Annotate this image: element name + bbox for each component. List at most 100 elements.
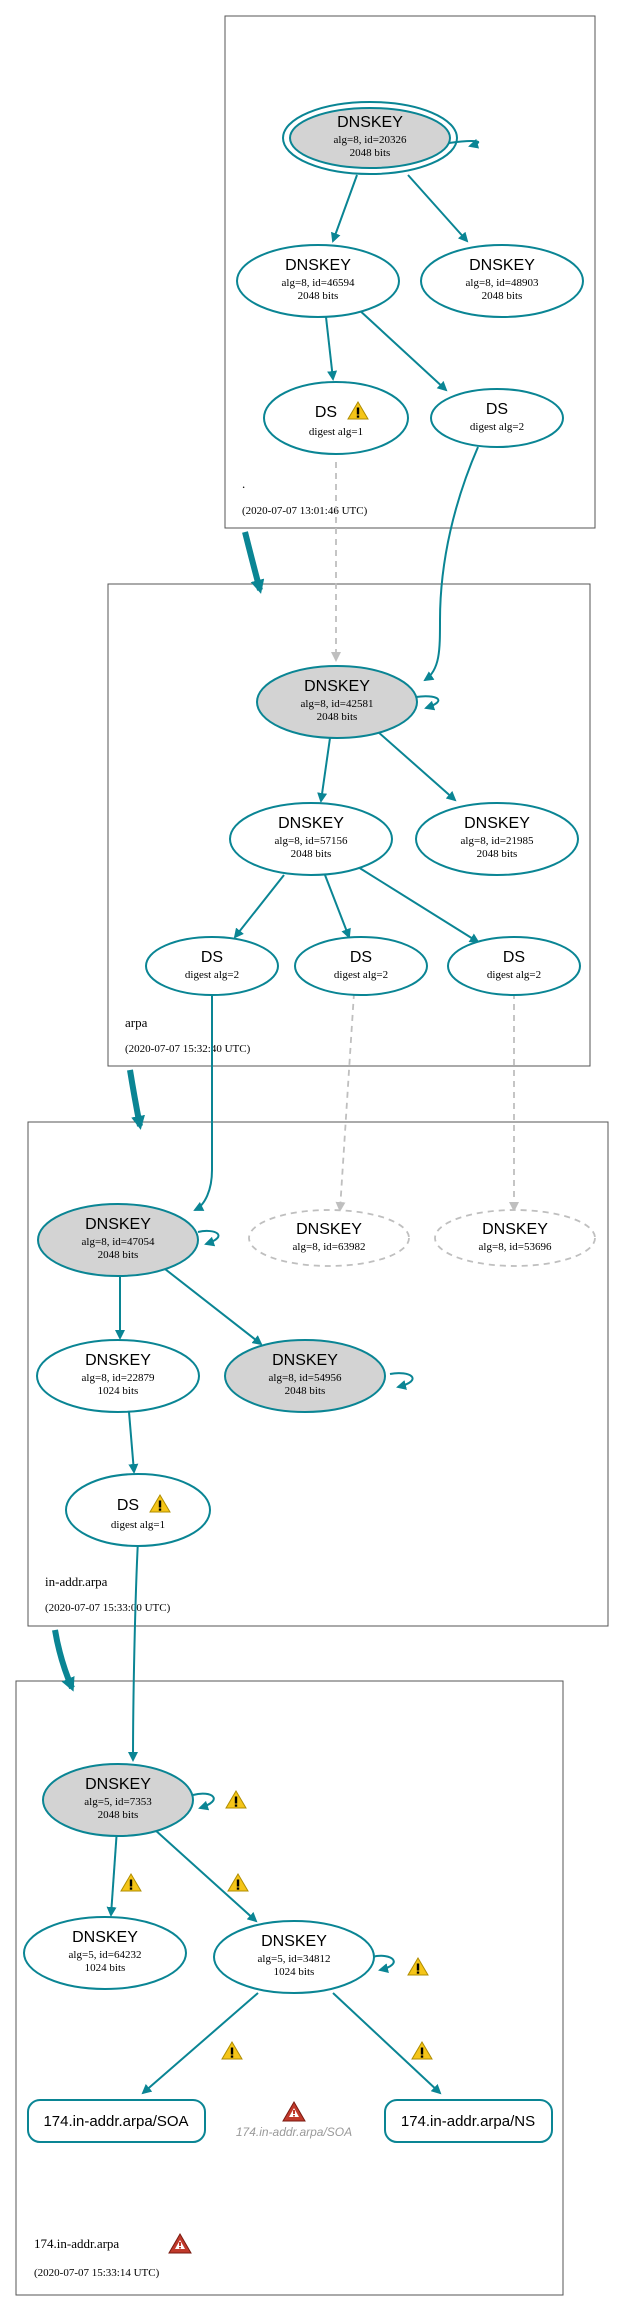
node-title: DNSKEY bbox=[304, 678, 370, 695]
zone-174-in-addr-arpa: 174.in-addr.arpa (2020-07-07 15:33:14 UT… bbox=[15, 1680, 564, 2296]
node-title: 174.in-addr.arpa/SOA bbox=[43, 2113, 188, 2130]
dnskey-node-174-ksk[interactable]: DNSKEY alg=5, id=7353 2048 bits bbox=[42, 1763, 194, 1837]
node-detail: 2048 bits bbox=[350, 147, 391, 159]
dnskey-node-174-zsk[interactable]: DNSKEY alg=5, id=34812 1024 bits bbox=[213, 1920, 375, 1994]
insecure-edges bbox=[331, 462, 519, 1212]
zone-timestamp: (2020-07-07 15:33:00 UTC) bbox=[45, 1602, 171, 1614]
warning-icon bbox=[227, 1873, 249, 1892]
node-title: 174.in-addr.arpa/NS bbox=[401, 2113, 535, 2130]
node-detail: 2048 bits bbox=[285, 1385, 326, 1397]
zone-arpa: arpa (2020-07-07 15:32:40 UTC) bbox=[107, 583, 591, 1067]
ds-node-arpa[interactable]: DS digest alg=2 bbox=[145, 936, 279, 996]
zone-label: arpa bbox=[125, 1015, 148, 1030]
node-detail: alg=8, id=21985 bbox=[461, 835, 534, 847]
node-detail: digest alg=2 bbox=[334, 969, 388, 981]
node-title: DS bbox=[315, 404, 337, 421]
ds-node-arpa[interactable]: DS digest alg=2 bbox=[447, 936, 581, 996]
dnskey-node-missing[interactable]: DNSKEY alg=8, id=53696 bbox=[434, 1209, 596, 1267]
node-title: DNSKEY bbox=[261, 1933, 327, 1950]
node-detail: alg=8, id=22879 bbox=[82, 1372, 155, 1384]
node-detail: alg=8, id=48903 bbox=[466, 277, 539, 289]
node-title: DNSKEY bbox=[272, 1352, 338, 1369]
node-detail: 2048 bits bbox=[98, 1809, 139, 1821]
node-title: DS bbox=[486, 401, 508, 418]
zone-label: . bbox=[242, 476, 245, 491]
zone-label: in-addr.arpa bbox=[45, 1574, 108, 1589]
node-detail: alg=5, id=64232 bbox=[69, 1949, 142, 1961]
dnskey-node-root-ksk[interactable]: DNSKEY alg=8, id=20326 2048 bits bbox=[282, 101, 458, 175]
node-title: DNSKEY bbox=[469, 257, 535, 274]
warning-icon bbox=[221, 2041, 243, 2060]
error-icon bbox=[168, 2233, 192, 2254]
node-title: DNSKEY bbox=[85, 1776, 151, 1793]
node-title: DNSKEY bbox=[337, 114, 403, 131]
ds-node-root[interactable]: DS digest alg=2 bbox=[430, 388, 564, 448]
node-title: DNSKEY bbox=[464, 815, 530, 832]
node-title: DNSKEY bbox=[85, 1352, 151, 1369]
node-detail: digest alg=2 bbox=[487, 969, 541, 981]
node-title: DS bbox=[201, 949, 223, 966]
node-detail: 1024 bits bbox=[274, 1966, 315, 1978]
node-detail: alg=8, id=53696 bbox=[479, 1241, 552, 1253]
node-title: DNSKEY bbox=[285, 257, 351, 274]
node-title: DS bbox=[117, 1497, 139, 1514]
ds-node-arpa[interactable]: DS digest alg=2 bbox=[294, 936, 428, 996]
node-detail: digest alg=1 bbox=[309, 426, 363, 438]
warning-icon bbox=[411, 2041, 433, 2060]
node-detail: 2048 bits bbox=[291, 848, 332, 860]
node-title: DNSKEY bbox=[296, 1221, 362, 1238]
error-icon bbox=[282, 2101, 306, 2122]
node-detail: alg=8, id=20326 bbox=[334, 134, 407, 146]
node-detail: alg=8, id=57156 bbox=[275, 835, 348, 847]
dnskey-node-arpa-zsk[interactable]: DNSKEY alg=8, id=57156 2048 bits bbox=[229, 802, 393, 876]
node-detail: alg=8, id=46594 bbox=[282, 277, 355, 289]
zone-timestamp: (2020-07-07 13:01:46 UTC) bbox=[242, 505, 368, 517]
zone-timestamp: (2020-07-07 15:33:14 UTC) bbox=[34, 2267, 160, 2279]
rrset-node-soa[interactable]: 174.in-addr.arpa/SOA bbox=[27, 2099, 206, 2143]
delegation-arrows bbox=[52, 531, 265, 1692]
dnskey-node-in-addr-zsk[interactable]: DNSKEY alg=8, id=54956 2048 bits bbox=[224, 1339, 386, 1413]
node-detail: 2048 bits bbox=[482, 290, 523, 302]
zone-in-addr-arpa: in-addr.arpa (2020-07-07 15:33:00 UTC) bbox=[27, 1121, 609, 1627]
node-detail: alg=8, id=47054 bbox=[82, 1236, 155, 1248]
edges bbox=[106, 138, 480, 2095]
node-detail: 2048 bits bbox=[98, 1249, 139, 1261]
warning-icon bbox=[407, 1957, 429, 1976]
node-detail: digest alg=2 bbox=[185, 969, 239, 981]
ds-node-in-addr[interactable]: DS digest alg=1 bbox=[65, 1473, 211, 1547]
ds-node-root[interactable]: DS digest alg=1 bbox=[263, 381, 409, 455]
node-title: DS bbox=[503, 949, 525, 966]
node-detail: digest alg=1 bbox=[111, 1519, 165, 1531]
node-title: DNSKEY bbox=[85, 1216, 151, 1233]
node-detail: 2048 bits bbox=[477, 848, 518, 860]
warning-icon bbox=[120, 1873, 142, 1892]
node-detail: alg=8, id=42581 bbox=[301, 698, 374, 710]
node-detail: alg=8, id=63982 bbox=[293, 1241, 366, 1253]
node-detail: 2048 bits bbox=[317, 711, 358, 723]
dnskey-node-174-zsk[interactable]: DNSKEY alg=5, id=64232 1024 bits bbox=[23, 1916, 187, 1990]
node-detail: 2048 bits bbox=[298, 290, 339, 302]
dnskey-node-in-addr-ksk[interactable]: DNSKEY alg=8, id=47054 2048 bits bbox=[37, 1203, 199, 1277]
node-detail: 1024 bits bbox=[85, 1962, 126, 1974]
node-detail: 1024 bits bbox=[98, 1385, 139, 1397]
rrset-node-soa-missing[interactable]: 174.in-addr.arpa/SOA bbox=[236, 2101, 352, 2139]
dnskey-node-arpa-ksk[interactable]: DNSKEY alg=8, id=42581 2048 bits bbox=[256, 665, 418, 739]
node-title: DNSKEY bbox=[482, 1221, 548, 1238]
zone-timestamp: (2020-07-07 15:32:40 UTC) bbox=[125, 1043, 251, 1055]
dnskey-node-root-zsk[interactable]: DNSKEY alg=8, id=46594 2048 bits bbox=[236, 244, 400, 318]
rrset-node-ns[interactable]: 174.in-addr.arpa/NS bbox=[384, 2099, 553, 2143]
node-title: DNSKEY bbox=[72, 1929, 138, 1946]
node-detail: alg=8, id=54956 bbox=[269, 1372, 342, 1384]
dnskey-node-missing[interactable]: DNSKEY alg=8, id=63982 bbox=[248, 1209, 410, 1267]
node-detail: alg=5, id=7353 bbox=[84, 1796, 152, 1808]
warning-icon bbox=[225, 1790, 247, 1809]
dnskey-node-in-addr-zsk[interactable]: DNSKEY alg=8, id=22879 1024 bits bbox=[36, 1339, 200, 1413]
node-title: DS bbox=[350, 949, 372, 966]
dnskey-node-root-zsk[interactable]: DNSKEY alg=8, id=48903 2048 bits bbox=[420, 244, 584, 318]
dnskey-node-arpa-zsk[interactable]: DNSKEY alg=8, id=21985 2048 bits bbox=[415, 802, 579, 876]
node-title: DNSKEY bbox=[278, 815, 344, 832]
node-detail: digest alg=2 bbox=[470, 421, 524, 433]
node-title: 174.in-addr.arpa/SOA bbox=[236, 2125, 352, 2139]
node-detail: alg=5, id=34812 bbox=[258, 1953, 331, 1965]
